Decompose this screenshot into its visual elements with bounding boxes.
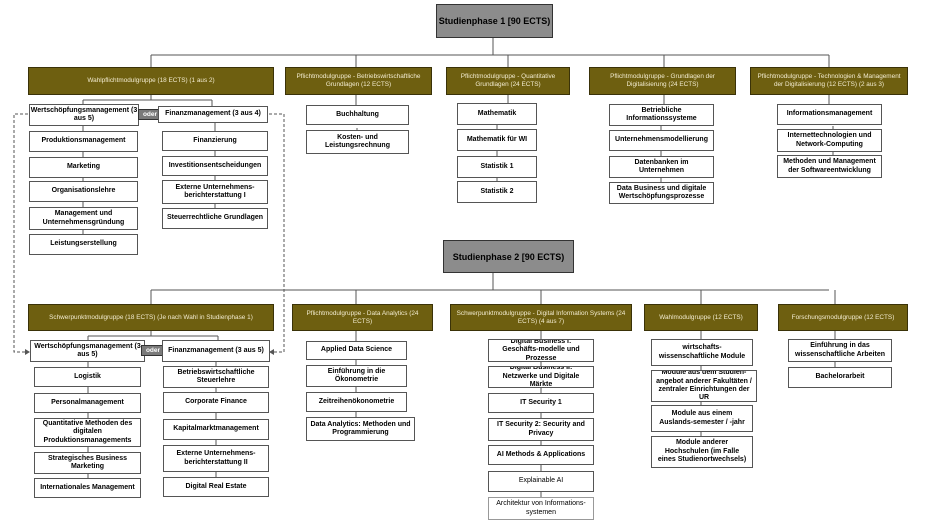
module-softwareentwicklung: Methoden und Management der Softwareentw… <box>777 155 882 178</box>
module-statistik-2: Statistik 2 <box>457 181 537 203</box>
module-kosten-leistungsrechnung: Kosten- und Leistungsrechnung <box>306 130 409 154</box>
module-auslandssemester: Module aus einem Auslands-semester / -ja… <box>651 405 753 432</box>
branch-wertschoepfung-p2: Wertschöpfungsmanagement (3 aus 5) <box>30 340 145 362</box>
phase-2-title: Studienphase 2 [90 ECTS) <box>443 240 574 273</box>
phase-1-title: Studienphase 1 [90 ECTS) <box>436 4 553 38</box>
module-architektur-informationssysteme: Architektur von Informations-systemen <box>488 497 594 520</box>
module-unternehmensmodellierung: Unternehmensmodellierung <box>609 130 714 151</box>
module-data-business: Data Business und digitale Wertschöpfung… <box>609 182 714 204</box>
branch-finanzmanagement-p2: Finanzmanagement (3 aus 5) <box>162 340 270 362</box>
module-steuerrechtliche-grundlagen: Steuerrechtliche Grundlagen <box>162 208 268 229</box>
group-technologien-management: Pflichtmodulgruppe - Technologien & Mana… <box>750 67 908 95</box>
module-betriebliche-informationssysteme: Betriebliche Informationssysteme <box>609 104 714 126</box>
module-andere-hochschulen: Module anderer Hochschulen (im Falle ein… <box>651 436 753 468</box>
module-wissenschaftliches-arbeiten: Einführung in das wissenschaftliche Arbe… <box>788 339 892 362</box>
module-personalmanagement: Personalmanagement <box>34 393 141 413</box>
group-bwl-grundlagen: Pflichtmodulgruppe - Betriebswirtschaftl… <box>285 67 432 95</box>
module-explainable-ai: Explainable AI <box>488 471 594 492</box>
group-wahlmodule: Wahlmodulgruppe (12 ECTS) <box>644 304 758 331</box>
module-corporate-finance: Corporate Finance <box>163 392 269 413</box>
module-internationales-management: Internationales Management <box>34 478 141 498</box>
module-statistik-1: Statistik 1 <box>457 156 537 178</box>
module-strategisches-marketing: Strategisches Business Marketing <box>34 452 141 474</box>
module-steuerlehre: Betriebswirtschaftliche Steuerlehre <box>163 366 269 388</box>
module-applied-data-science: Applied Data Science <box>306 341 407 360</box>
group-wahlpflicht: Wahlpflichtmodulgruppe (18 ECTS) (1 aus … <box>28 67 274 95</box>
module-buchhaltung: Buchhaltung <box>306 105 409 125</box>
module-datenbanken: Datenbanken im Unternehmen <box>609 156 714 178</box>
module-bachelorarbeit: Bachelorarbeit <box>788 367 892 388</box>
module-externe-berichterstattung-1: Externe Unternehmens-berichterstattung I <box>162 180 268 204</box>
module-mathematik-wi: Mathematik für WI <box>457 129 537 151</box>
module-digital-business-2: Digital Business II: Netzwerke und Digit… <box>488 366 594 388</box>
module-management-gruendung: Management und Unternehmensgründung <box>29 207 138 230</box>
branch-finanzmanagement-p1: Finanzmanagement (3 aus 4) <box>158 106 268 123</box>
module-externe-berichterstattung-2: Externe Unternehmens-berichterstattung I… <box>163 445 269 472</box>
module-logistik: Logistik <box>34 367 141 387</box>
module-quantitative-methoden: Quantitative Methoden des digitalen Prod… <box>34 418 141 447</box>
module-finanzierung: Finanzierung <box>162 131 268 151</box>
group-forschung: Forschungsmodulgruppe (12 ECTS) <box>778 304 908 331</box>
module-wirtschaftswissenschaftliche: wirtschafts-wissenschaftliche Module <box>651 339 753 366</box>
module-it-security-1: IT Security 1 <box>488 393 594 413</box>
module-digital-real-estate: Digital Real Estate <box>163 477 269 497</box>
group-grundlagen-digitalisierung: Pflichtmodulgruppe - Grundlagen der Digi… <box>589 67 736 95</box>
module-investitionsentscheidungen: Investitionsentscheidungen <box>162 156 268 176</box>
module-marketing: Marketing <box>29 157 138 178</box>
module-mathematik: Mathematik <box>457 103 537 125</box>
module-informationsmanagement: Informationsmanagement <box>777 104 882 125</box>
module-internettechnologien: Internettechnologien und Network-Computi… <box>777 129 882 152</box>
module-zeitreihenoekonometrie: Zeitreihenökonometrie <box>306 392 407 412</box>
group-data-analytics: Pflichtmodulgruppe - Data Analytics (24 … <box>292 304 433 331</box>
group-digital-information-systems: Schwerpunktmodulgruppe - Digital Informa… <box>450 304 632 331</box>
module-ai-methods: AI Methods & Applications <box>488 445 594 465</box>
module-data-analytics-methoden: Data Analytics: Methoden und Programmier… <box>306 417 415 441</box>
branch-wertschoepfung-p1: Wertschöpfungsmanagement (3 aus 5) <box>29 104 139 126</box>
module-oekonometrie: Einführung in die Ökonometrie <box>306 365 407 387</box>
group-quantitative-grundlagen: Pflichtmodulgruppe - Quantitative Grundl… <box>446 67 570 95</box>
module-organisationslehre: Organisationslehre <box>29 181 138 202</box>
module-digital-business-1: Digital Business I: Geschäfts-modelle un… <box>488 339 594 362</box>
module-produktionsmanagement: Produktionsmanagement <box>29 131 138 152</box>
module-it-security-2: IT Security 2: Security and Privacy <box>488 418 594 441</box>
group-schwerpunkt: Schwerpunktmodulgruppe (18 ECTS) (Je nac… <box>28 304 274 331</box>
module-leistungserstellung: Leistungserstellung <box>29 234 138 255</box>
module-kapitalmarktmanagement: Kapitalmarktmanagement <box>163 419 269 440</box>
module-andere-fakultaeten: Module aus dem Studien-angebot anderer F… <box>651 370 757 402</box>
